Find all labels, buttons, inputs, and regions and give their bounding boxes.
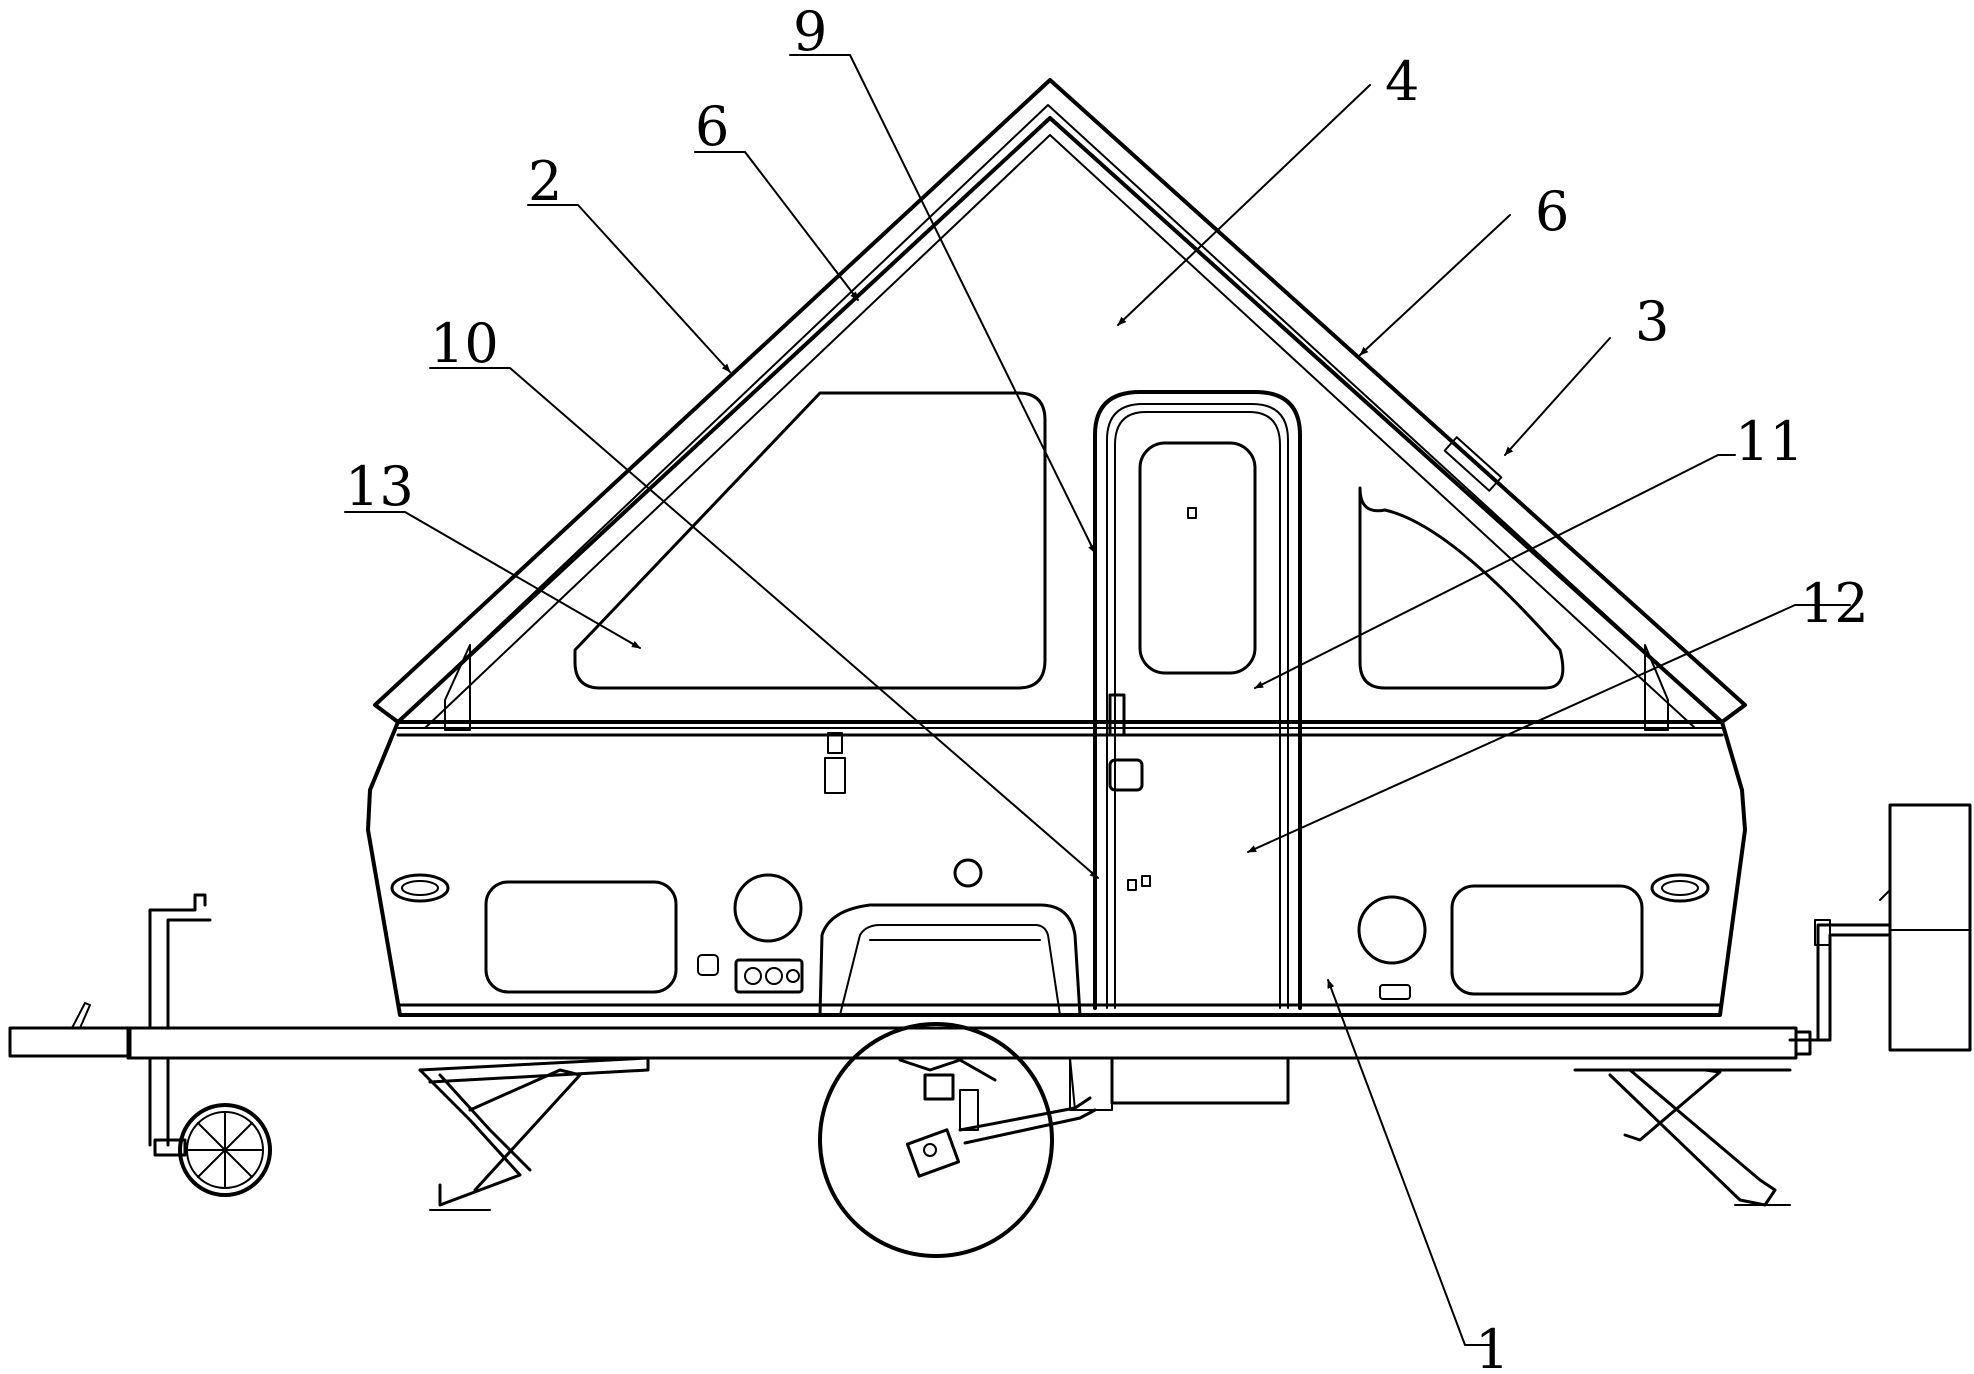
label-9: 9 [793,0,827,63]
leader-lines [345,55,1850,1345]
chassis [10,1003,1810,1110]
gable-wall [445,393,1668,730]
label-12: 12 [1800,572,1869,635]
label-6-left: 6 [695,95,729,158]
jockey-wheel [150,895,270,1195]
label-1: 1 [1475,1318,1509,1374]
body [368,722,1745,1015]
label-11: 11 [1735,410,1804,473]
spare-wheel [1790,805,1970,1050]
label-10: 10 [430,312,499,375]
door [1095,392,1300,1008]
label-2: 2 [528,150,562,213]
label-4: 4 [1385,50,1419,113]
rear-stabilizer [1575,1070,1790,1205]
label-3: 3 [1635,290,1669,353]
roof-frame [375,80,1745,728]
label-13: 13 [345,455,414,518]
front-stabilizer [420,1058,648,1210]
label-6-right: 6 [1535,180,1569,243]
